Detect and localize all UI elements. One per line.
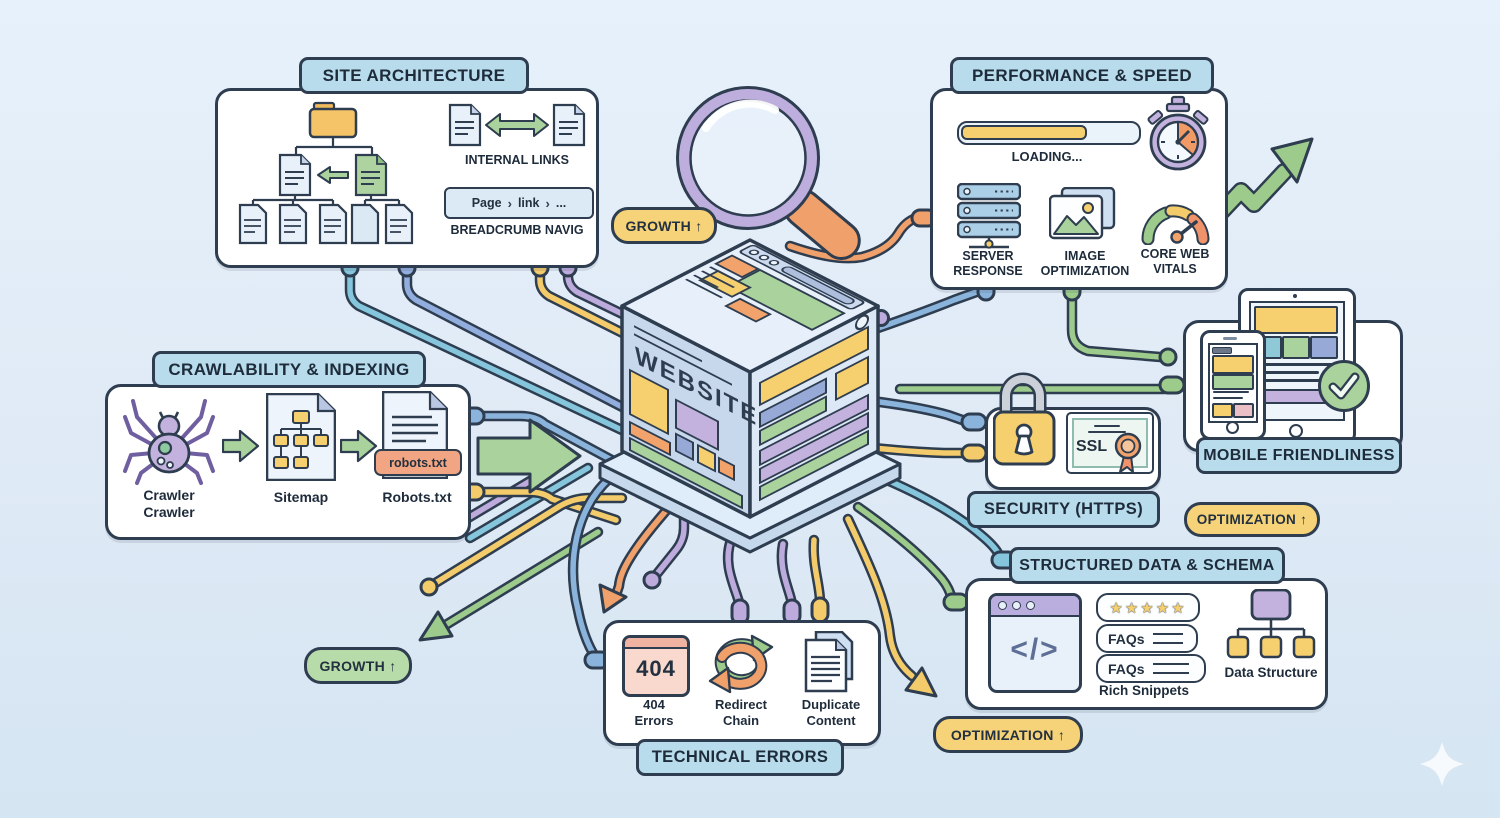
breadcrumb: Page › link › ... — [444, 187, 594, 219]
server-icon — [957, 183, 1021, 249]
faq-label: FAQs — [1108, 630, 1145, 647]
crawler-spider-icon — [123, 399, 215, 485]
robots-label: Robots.txt — [382, 489, 452, 505]
structured-data-title: STRUCTURED DATA & SCHEMA — [1009, 547, 1285, 584]
faq-row-2: FAQs — [1096, 654, 1206, 683]
orange-arrowhead — [598, 583, 628, 614]
error-404-header — [625, 638, 687, 649]
growth-badge-bottom: GROWTH ↑ — [304, 647, 412, 684]
website-cube: WEBSITE — [620, 238, 880, 519]
loading-label: LOADING... — [1011, 149, 1083, 164]
ssl-label: SSL — [1076, 438, 1108, 455]
phone-speaker — [1223, 337, 1237, 340]
left-arrow-icon — [317, 166, 349, 184]
code-window-icon: </> — [988, 593, 1082, 693]
security-title: SECURITY (HTTPS) — [967, 491, 1160, 528]
faq-label: FAQs — [1108, 660, 1145, 677]
faq-row-1: FAQs — [1096, 624, 1198, 653]
wire-dot — [419, 577, 439, 597]
ssl-rosette-icon — [1114, 432, 1142, 473]
error-404-label: 404 Errors — [634, 697, 674, 728]
internal-links-label: INTERNAL LINKS — [465, 153, 569, 167]
redirect-chain-label: Redirect Chain — [714, 697, 768, 728]
loading-bar — [957, 121, 1141, 145]
tablet-home-button — [1289, 424, 1303, 438]
redirect-chain-icon — [708, 634, 774, 694]
padlock-icon — [993, 372, 1056, 466]
structured-data-panel: </> ★★★★★ FAQs FAQs Rich Snippets Data S… — [965, 578, 1328, 710]
technical-errors-panel: 404 404 Errors Redirect Chain Duplicate … — [603, 620, 881, 746]
folder-tree-icon — [238, 101, 414, 245]
code-symbol: </> — [1010, 633, 1060, 666]
tablet-camera — [1293, 294, 1297, 298]
optimization-badge-bottom: OPTIMIZATION ↑ — [933, 716, 1083, 753]
technical-errors-title: TECHNICAL ERRORS — [636, 739, 844, 776]
site-architecture-title: SITE ARCHITECTURE — [299, 57, 529, 94]
sitemap-label: Sitemap — [273, 489, 329, 505]
core-web-vitals-gauge-icon — [1141, 204, 1210, 245]
wire-dot — [1158, 347, 1178, 367]
cube-top-decor — [685, 244, 865, 331]
robots-txt-badge: robots.txt — [374, 449, 462, 476]
deco-trace — [467, 465, 591, 541]
chevron-icon: › — [507, 195, 512, 211]
ssl-cert-frame — [1072, 418, 1148, 468]
growth-badge-top: GROWTH ↑ — [611, 207, 717, 244]
phone-icon — [1200, 330, 1266, 440]
breadcrumb-label: BREADCRUMB NAVIG — [450, 223, 584, 237]
cube-right-decor — [759, 314, 869, 502]
wire-dot — [642, 570, 662, 590]
sitemap-icon — [266, 393, 336, 481]
error-404-code: 404 — [636, 656, 676, 681]
image-optimization-icon — [1049, 187, 1116, 240]
stars-row: ★★★★★ — [1109, 599, 1187, 617]
data-structure-label: Data Structure — [1224, 665, 1318, 680]
yellow-arrowhead — [904, 666, 938, 698]
duplicate-content-icon — [804, 631, 854, 693]
code-window-titlebar — [991, 596, 1079, 617]
internal-links-icon — [448, 103, 586, 147]
breadcrumb-seg-link: link — [517, 196, 540, 210]
server-response-label: SERVER RESPONSE — [953, 249, 1023, 279]
crawler-label: Crawler Crawler — [143, 487, 195, 521]
sparkle-icon — [1420, 742, 1464, 786]
site-architecture-panel: INTERNAL LINKS Page › link › ... BREADCR… — [215, 88, 599, 268]
tree-leaf-docs — [238, 203, 414, 245]
optimization-badge-right: OPTIMIZATION ↑ — [1184, 502, 1320, 537]
faq-lines — [1152, 633, 1183, 644]
duplicate-content-label: Duplicate Content — [801, 697, 861, 728]
ssl-certificate-icon: SSL — [1066, 412, 1154, 474]
performance-title: PERFORMANCE & SPEED — [950, 57, 1214, 94]
stopwatch-icon — [1147, 95, 1209, 171]
image-optimization-label: IMAGE OPTIMIZATION — [1040, 249, 1130, 279]
breadcrumb-seg-page: Page — [471, 196, 502, 210]
core-web-vitals-label: CORE WEB VITALS — [1140, 247, 1210, 277]
crawlability-title: CRAWLABILITY & INDEXING — [152, 351, 426, 388]
rich-snippets-label: Rich Snippets — [1098, 683, 1189, 698]
crawlability-panel: Crawler Crawler Sitemap robots.txt Robot… — [105, 384, 471, 540]
chevron-icon: › — [545, 195, 550, 211]
arrow-right-icon — [222, 429, 260, 463]
star-rating: ★★★★★ — [1096, 593, 1200, 622]
check-circle-icon — [1318, 360, 1370, 412]
magnifying-glass-icon — [676, 86, 861, 260]
phone-screen — [1208, 343, 1258, 423]
breadcrumb-seg-more: ... — [555, 196, 567, 210]
big-green-arrow — [476, 418, 582, 494]
growth-arrowhead — [418, 610, 454, 642]
arrow-right-icon — [340, 429, 378, 463]
error-404-icon: 404 — [622, 635, 690, 697]
loading-bar-fill — [961, 125, 1088, 140]
data-structure-tree-icon — [1226, 589, 1316, 659]
performance-panel: LOADING... SERVER R — [930, 88, 1228, 290]
phone-home-button — [1226, 421, 1239, 434]
robots-file-text: robots.txt — [389, 455, 447, 470]
faq-lines — [1152, 663, 1189, 674]
mobile-title: MOBILE FRIENDLINESS — [1196, 437, 1402, 474]
